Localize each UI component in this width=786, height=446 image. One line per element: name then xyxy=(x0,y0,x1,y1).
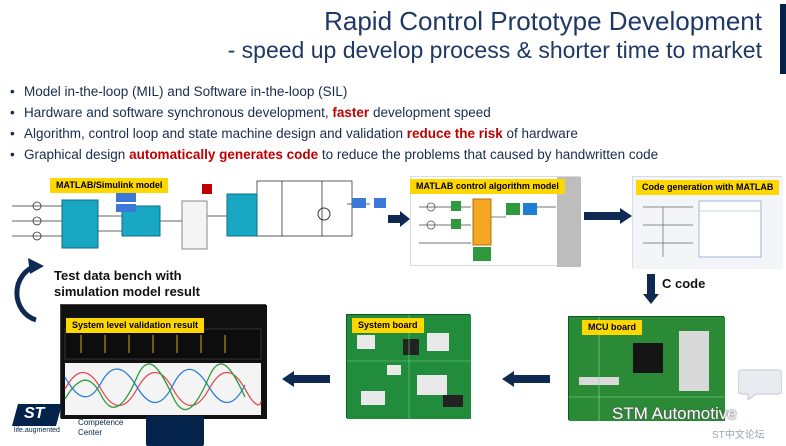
bullet-dot-icon: • xyxy=(10,147,15,162)
control-algorithm-tag: MATLAB control algorithm model xyxy=(410,179,565,194)
system-board-tag: System board xyxy=(352,318,424,333)
title-block: Rapid Control Prototype Development - sp… xyxy=(0,6,762,64)
title-accent-bar xyxy=(780,4,786,74)
page-title: Rapid Control Prototype Development xyxy=(324,6,762,36)
simulink-model-tag: MATLAB/Simulink model xyxy=(50,178,169,193)
st-logo-tagline: life.augmented xyxy=(14,427,60,434)
bullet-dot-icon: • xyxy=(10,84,15,99)
bullet-dot-icon: • xyxy=(10,126,15,141)
c-code-label: C code xyxy=(662,276,706,291)
arrow-right-icon xyxy=(584,208,632,224)
bullet-item: •Model in-the-loop (MIL) and Software in… xyxy=(10,81,770,102)
st-logo-icon xyxy=(12,404,62,426)
competence-center-label: Competence Center xyxy=(78,418,124,437)
mcu-board-image xyxy=(569,317,725,421)
st-logo-mark: ST xyxy=(24,405,45,422)
code-generation-tag: Code generation with MATLAB xyxy=(636,180,780,195)
arrow-right-icon xyxy=(388,211,410,227)
mcu-board-tag: MCU board xyxy=(582,320,642,335)
arrow-down-icon xyxy=(643,274,659,304)
simulink-diagram-image xyxy=(12,180,386,250)
bottom-logo-block xyxy=(146,416,204,446)
bullet-item: •Algorithm, control loop and state machi… xyxy=(10,123,770,144)
st-logo: ST life.augmented xyxy=(12,404,64,434)
bullet-item: •Hardware and software synchronous devel… xyxy=(10,102,770,123)
watermark-forum: ST中文论坛 xyxy=(712,430,765,441)
watermark-name: STM Automotive xyxy=(612,404,737,423)
test-bench-label: Test data bench with simulation model re… xyxy=(54,268,200,299)
arrow-left-icon xyxy=(282,371,330,387)
arrow-left-icon xyxy=(502,371,550,387)
bullet-dot-icon: • xyxy=(10,105,15,120)
validation-result-tag: System level validation result xyxy=(66,318,205,333)
page-subtitle: - speed up develop process & shorter tim… xyxy=(227,37,762,63)
simulink-model-panel xyxy=(2,176,387,256)
bullet-list: •Model in-the-loop (MIL) and Software in… xyxy=(10,81,770,165)
chat-bubble-icon xyxy=(738,369,782,400)
bullet-item: •Graphical design automatically generate… xyxy=(10,144,770,165)
curved-arrow-icon xyxy=(14,258,44,323)
